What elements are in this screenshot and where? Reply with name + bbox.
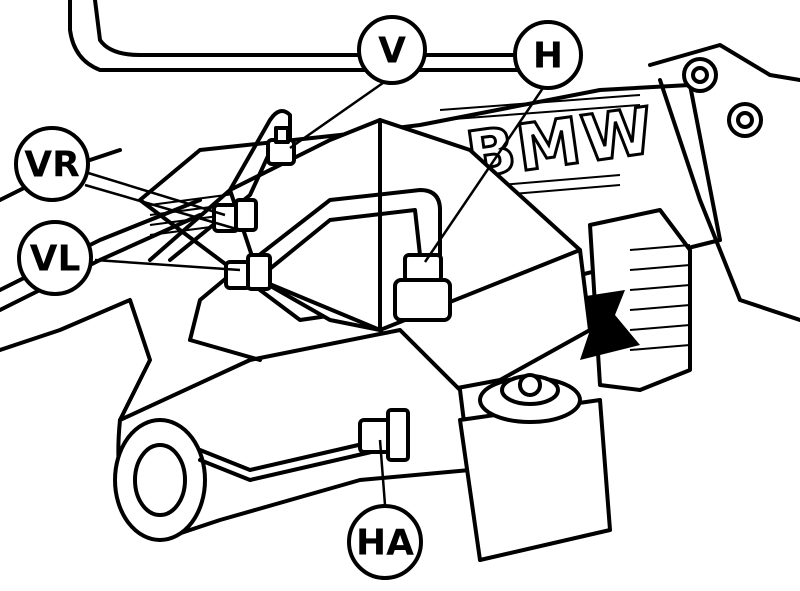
callout-h: H bbox=[513, 20, 583, 90]
callout-vr: VR bbox=[14, 126, 90, 202]
leader-lines bbox=[84, 76, 547, 506]
fitting-ha bbox=[358, 408, 410, 462]
right-bracket bbox=[648, 43, 800, 322]
callout-v: V bbox=[357, 15, 427, 85]
callout-vl: VL bbox=[17, 220, 93, 296]
fitting-vl bbox=[224, 253, 272, 291]
callout-ha: HA bbox=[347, 504, 423, 580]
lower-housing bbox=[0, 298, 472, 542]
callout-v-label: V bbox=[378, 31, 406, 72]
fluid-reservoir bbox=[458, 373, 612, 562]
callout-vl-label: VL bbox=[30, 239, 81, 280]
fitting-vr bbox=[212, 198, 258, 233]
callout-vr-label: VR bbox=[24, 145, 80, 186]
fitting-h bbox=[393, 253, 452, 322]
callout-h-label: H bbox=[533, 36, 563, 77]
fitting-v bbox=[266, 126, 296, 166]
callout-ha-label: HA bbox=[356, 523, 414, 564]
